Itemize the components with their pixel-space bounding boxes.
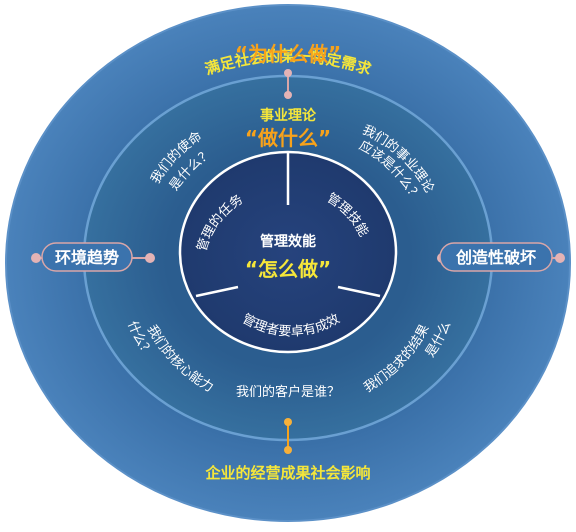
inner-divider-right [337, 285, 381, 298]
connector-bottom [284, 418, 292, 454]
inner-center-label: 管理效能 [260, 233, 316, 250]
left-label-pill: 环境趋势 [41, 242, 133, 272]
outer-top-title: “为什么做” [235, 42, 341, 66]
outer-bottom-label: 企业的经营成果社会影响 [204, 464, 370, 482]
right-side-label: 创造性破坏 [455, 248, 536, 267]
left-side-label: 环境趋势 [55, 248, 119, 267]
inner-divider-left [195, 285, 239, 298]
right-label-pill: 创造性破坏 [439, 242, 553, 272]
middle-top-title: “做什么” [245, 126, 331, 150]
connector-top [284, 69, 292, 99]
middle-top-label: 事业理论 [260, 107, 317, 124]
inner-center-title: “怎么做” [245, 257, 331, 281]
question-customer: 我们的客户是谁？ [236, 384, 340, 400]
